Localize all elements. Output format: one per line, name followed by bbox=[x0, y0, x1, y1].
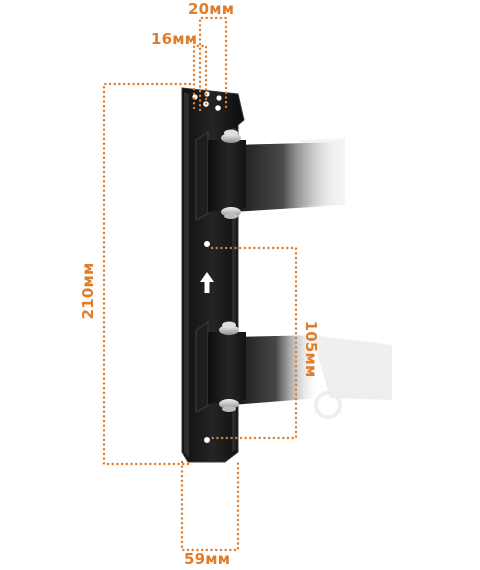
dim-59-line bbox=[180, 460, 240, 552]
lower-arm bbox=[232, 335, 320, 405]
center-hole bbox=[204, 241, 210, 247]
dim-label-20mm: 20мм bbox=[188, 0, 235, 18]
dim-105-line bbox=[210, 246, 298, 440]
dim-label-210mm: 210мм bbox=[79, 262, 97, 320]
dim-label-16mm: 16мм bbox=[151, 30, 198, 48]
dim-210-line bbox=[102, 82, 192, 466]
dim-20-line bbox=[198, 16, 228, 112]
lower-hinge bbox=[195, 321, 246, 413]
dim-label-105mm: 105мм bbox=[302, 320, 320, 378]
up-arrow-icon bbox=[200, 272, 214, 293]
dimension-lines bbox=[102, 16, 298, 552]
dim-label-59mm: 59мм bbox=[184, 550, 231, 568]
upper-arm bbox=[232, 142, 345, 212]
upper-hinge bbox=[195, 129, 246, 221]
bottom-mounting-hole bbox=[204, 437, 210, 443]
